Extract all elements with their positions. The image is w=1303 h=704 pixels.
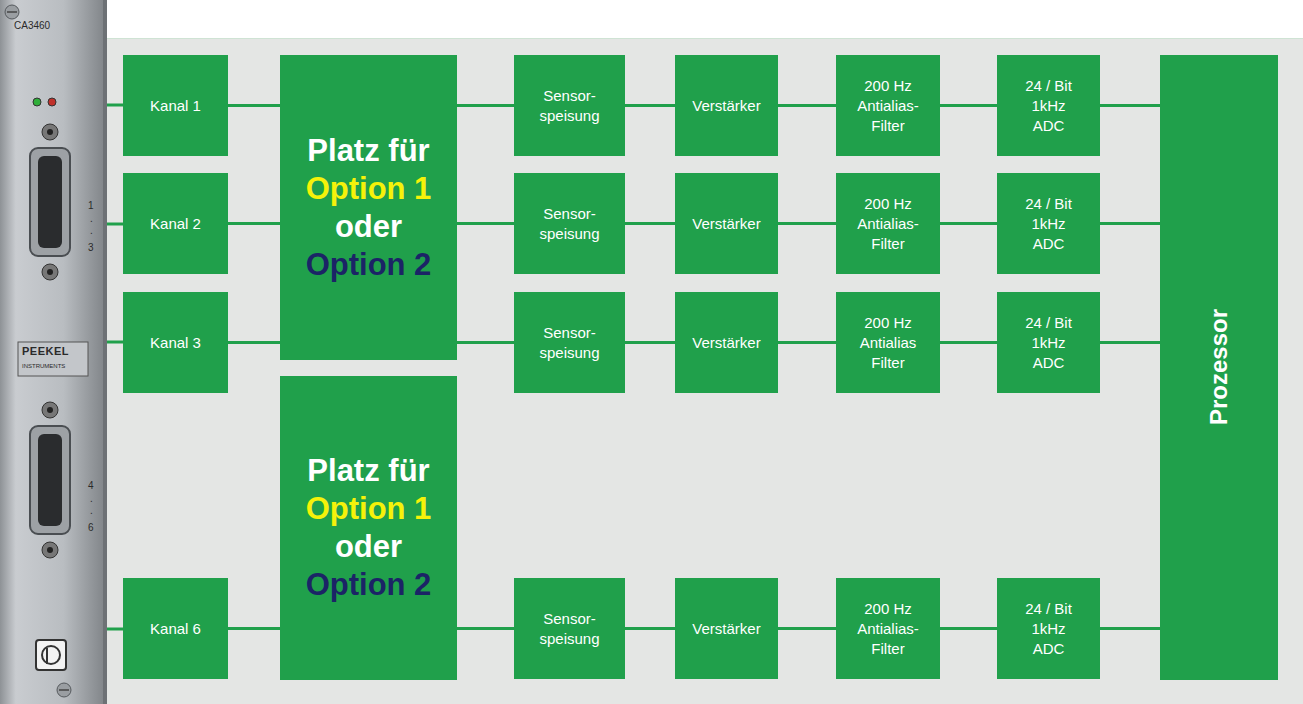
signal-line	[457, 342, 514, 343]
brand-subtitle: INSTRUMENTS	[22, 362, 65, 370]
signal-line	[457, 105, 514, 106]
brand-name: PEEKEL	[22, 345, 69, 358]
option-label: Option 1	[306, 490, 432, 528]
box-label: 200 Hz Antialias- Filter	[848, 76, 928, 136]
signal-line	[457, 223, 514, 224]
adc-box: 24 / Bit 1kHz ADC	[997, 55, 1100, 156]
signal-line	[940, 342, 997, 343]
pin-number: 1	[88, 200, 94, 212]
signal-line	[228, 105, 280, 106]
signal-line	[940, 628, 997, 629]
option-slot: Platz fürOption 1oderOption 2	[280, 55, 457, 360]
pin-number: 6	[88, 522, 94, 534]
pin-dots: .	[90, 225, 93, 237]
filter-box: 200 Hz Antialias- Filter	[836, 578, 940, 679]
amplifier-box: Verstärker	[675, 173, 778, 274]
adc-box: 24 / Bit 1kHz ADC	[997, 173, 1100, 274]
signal-line	[778, 628, 836, 629]
option-label: oder	[335, 528, 402, 566]
sensor-supply-box: Sensor- speisung	[514, 173, 625, 274]
pin-dots: .	[90, 213, 93, 225]
amplifier-box: Verstärker	[675, 55, 778, 156]
model-number: CA3460	[14, 20, 50, 32]
signal-line	[228, 628, 280, 629]
input-stubs	[107, 105, 124, 629]
filter-box: 200 Hz Antialias Filter	[836, 292, 940, 393]
box-label: 24 / Bit 1kHz ADC	[1018, 194, 1080, 254]
box-label: 200 Hz Antialias- Filter	[848, 599, 928, 659]
box-label: Sensor- speisung	[530, 323, 610, 363]
box-label: Kanal 6	[126, 619, 226, 639]
amplifier-box: Verstärker	[675, 292, 778, 393]
signal-line	[778, 223, 836, 224]
option-label: Platz für	[307, 452, 429, 490]
box-label: Kanal 1	[126, 96, 226, 116]
box-label: Verstärker	[679, 96, 775, 116]
signal-line	[1100, 628, 1160, 629]
signal-line	[778, 105, 836, 106]
signal-line	[1100, 105, 1160, 106]
box-label: 200 Hz Antialias Filter	[848, 313, 928, 373]
signal-line	[940, 105, 997, 106]
sensor-supply-box: Sensor- speisung	[514, 578, 625, 679]
box-label: Verstärker	[679, 333, 775, 353]
box-label: 24 / Bit 1kHz ADC	[1018, 599, 1080, 659]
pin-number: 3	[88, 242, 94, 254]
box-label: Sensor- speisung	[530, 204, 610, 244]
adc-box: 24 / Bit 1kHz ADC	[997, 578, 1100, 679]
signal-line	[625, 223, 675, 224]
option-slot: Platz fürOption 1oderOption 2	[280, 376, 457, 680]
pin-number: 4	[88, 480, 94, 492]
signal-line	[625, 628, 675, 629]
channel-box: Kanal 1	[123, 55, 228, 156]
sensor-supply-box: Sensor- speisung	[514, 55, 625, 156]
signal-line	[778, 342, 836, 343]
option-label: Option 1	[306, 170, 432, 208]
signal-line	[940, 223, 997, 224]
box-label: 200 Hz Antialias- Filter	[848, 194, 928, 254]
channel-box: Kanal 2	[123, 173, 228, 274]
box-label: Verstärker	[679, 214, 775, 234]
signal-line	[457, 628, 514, 629]
amplifier-box: Verstärker	[675, 578, 778, 679]
signal-line	[1100, 223, 1160, 224]
option-label: Option 2	[306, 246, 432, 284]
front-panel	[0, 0, 107, 704]
filter-box: 200 Hz Antialias- Filter	[836, 173, 940, 274]
option-label: Platz für	[307, 132, 429, 170]
option-label: oder	[335, 208, 402, 246]
filter-box: 200 Hz Antialias- Filter	[836, 55, 940, 156]
pin-dots: .	[90, 505, 93, 517]
box-label: Kanal 2	[126, 214, 226, 234]
signal-line	[1100, 342, 1160, 343]
option-label: Option 2	[306, 566, 432, 604]
box-label: Sensor- speisung	[530, 609, 610, 649]
signal-line	[228, 223, 280, 224]
processor-box: Prozessor	[1160, 55, 1278, 680]
pin-dots: .	[90, 493, 93, 505]
processor-label: Prozessor	[1205, 309, 1233, 425]
box-label: 24 / Bit 1kHz ADC	[1018, 76, 1080, 136]
sensor-supply-box: Sensor- speisung	[514, 292, 625, 393]
board-panel	[107, 38, 1303, 704]
box-label: Verstärker	[679, 619, 775, 639]
channel-box: Kanal 6	[123, 578, 228, 679]
adc-box: 24 / Bit 1kHz ADC	[997, 292, 1100, 393]
signal-line	[625, 342, 675, 343]
box-label: 24 / Bit 1kHz ADC	[1018, 313, 1080, 373]
signal-line	[228, 342, 280, 343]
box-label: Sensor- speisung	[530, 86, 610, 126]
channel-box: Kanal 3	[123, 292, 228, 393]
signal-line	[625, 105, 675, 106]
box-label: Kanal 3	[126, 333, 226, 353]
